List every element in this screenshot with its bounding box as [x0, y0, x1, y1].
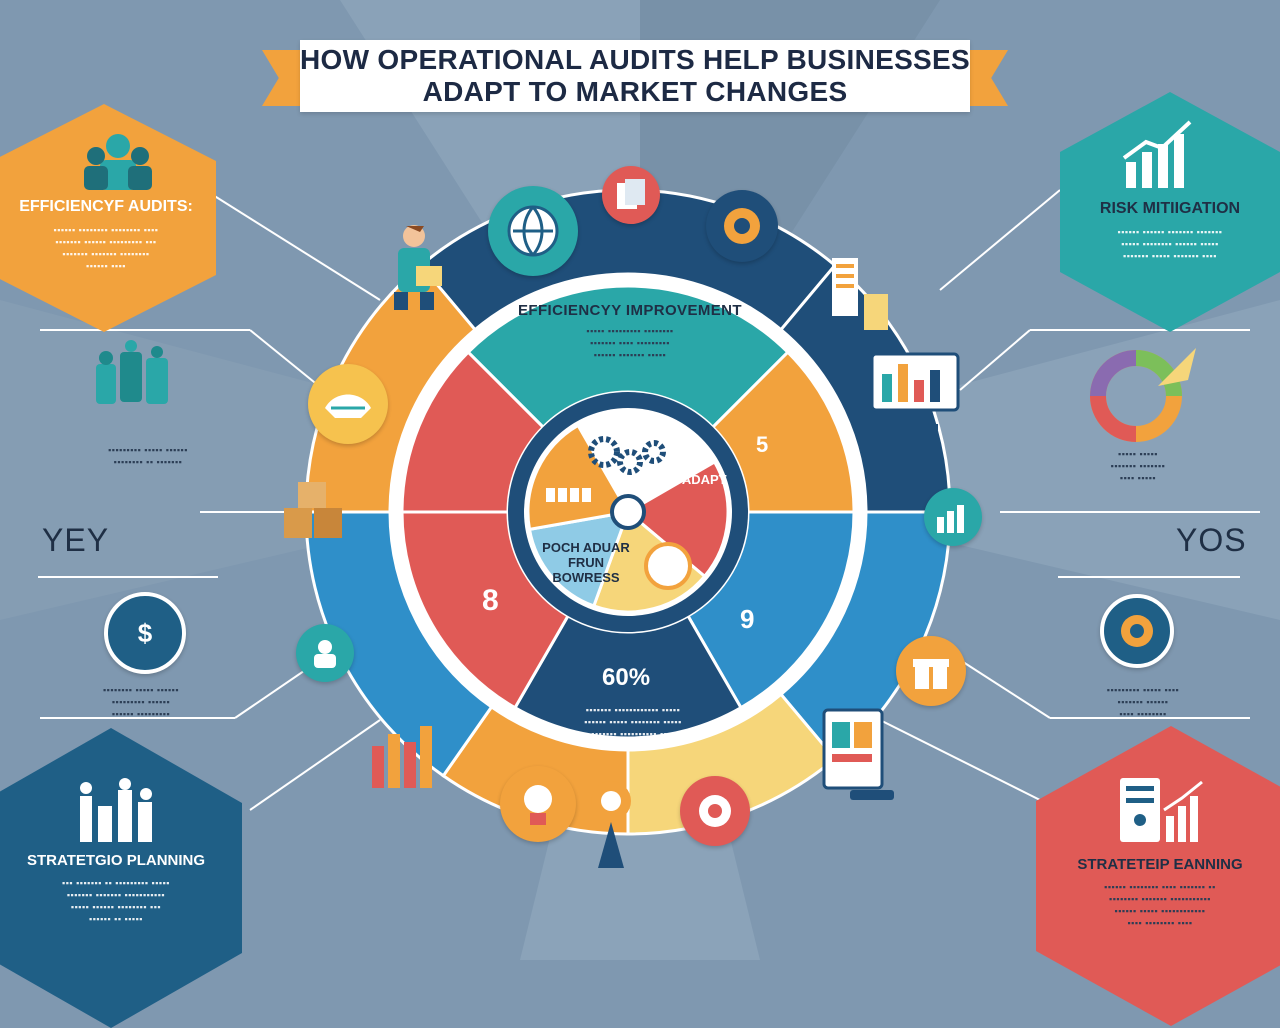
- glyph-right-digit: 5: [756, 432, 769, 457]
- gear-icon: [588, 436, 620, 468]
- lorem-text-left-upper: ▪▪▪▪▪▪▪▪▪ ▪▪▪▪▪ ▪▪▪▪▪▪▪▪▪▪▪▪▪▪ ▪▪ ▪▪▪▪▪▪…: [108, 445, 188, 467]
- lorem-text-right-lower: ▪▪▪▪▪▪▪▪▪ ▪▪▪▪▪ ▪▪▪▪▪▪▪▪▪▪▪ ▪▪▪▪▪▪▪▪▪▪ ▪…: [1106, 685, 1180, 719]
- side-label-left: YEY: [42, 522, 110, 558]
- lorem-text-top-right: ▪▪▪▪▪▪ ▪▪▪▪▪▪ ▪▪▪▪▪▪▪ ▪▪▪▪▪▪▪▪▪▪▪▪ ▪▪▪▪▪…: [1117, 227, 1223, 261]
- gear-icon: [617, 449, 643, 475]
- hub-bar-icon: [582, 488, 591, 502]
- settings-gear-icon: [1100, 594, 1174, 668]
- lightbulb-icon: [500, 766, 576, 842]
- center-label-business: POCH ADUAR FRUN BOWRESS: [542, 540, 630, 585]
- lorem-text-bottom-segment: ▪▪▪▪▪▪▪ ▪▪▪▪▪▪▪▪▪▪▪▪ ▪▪▪▪▪▪▪▪▪▪▪ ▪▪▪▪▪ ▪…: [584, 705, 682, 751]
- business-person-icon: [376, 222, 446, 317]
- audit-wheel: [304, 188, 952, 836]
- hub-gears: [575, 410, 717, 515]
- lorem-text-top-segment: ▪▪▪▪▪ ▪▪▪▪▪▪▪▪▪ ▪▪▪▪▪▪▪▪▪▪▪▪▪▪▪ ▪▪▪▪ ▪▪▪…: [586, 326, 674, 360]
- team-icon: [82, 130, 154, 197]
- lorem-text-bottom-left: ▪▪▪ ▪▪▪▪▪▪▪ ▪▪ ▪▪▪▪▪▪▪▪▪ ▪▪▪▪▪▪▪▪▪▪▪▪ ▪▪…: [62, 878, 170, 924]
- title-line-1: HOW OPERATIONAL AUDITS HELP BUSINESSES: [300, 44, 970, 75]
- hub-center-dot: [610, 494, 646, 530]
- hub-bars: [526, 423, 631, 532]
- percent-60: 60%: [602, 664, 651, 691]
- panel-title-bottom-right: STRATETEIP EANNING: [1077, 856, 1243, 873]
- gift-icon: [896, 636, 966, 706]
- bar-chart-icon: [924, 488, 982, 546]
- donut-chart-icon: [1084, 340, 1204, 455]
- lorem-text-right-upper: ▪▪▪▪▪ ▪▪▪▪▪▪▪▪▪▪▪▪ ▪▪▪▪▪▪▪▪▪▪▪ ▪▪▪▪▪: [1110, 449, 1166, 483]
- glyph-right-lower-digit: 9: [740, 604, 755, 634]
- hub-bar-icon: [558, 488, 567, 502]
- title-line-2: ADAPT TO MARKET CHANGES: [422, 76, 848, 107]
- gear-cog-icon: [706, 190, 778, 262]
- side-label-right: YOS: [1176, 522, 1247, 558]
- gear-icon: [642, 440, 666, 464]
- lorem-text-left-lower: ▪▪▪▪▪▪▪▪ ▪▪▪▪▪ ▪▪▪▪▪▪▪▪▪▪▪▪▪▪▪ ▪▪▪▪▪▪▪▪▪…: [102, 685, 180, 719]
- growth-chart-icon: [1122, 118, 1198, 195]
- meeting-icon: [76, 776, 172, 851]
- lorem-text-bottom-right: ▪▪▪▪▪▪ ▪▪▪▪▪▪▪▪ ▪▪▪▪ ▪▪▪▪▪▪▪ ▪▪▪▪▪▪▪▪▪▪ …: [1104, 882, 1216, 928]
- people-group-icon: [90, 340, 186, 421]
- glyph-left-digit: 8: [482, 584, 499, 617]
- handshake-icon: [680, 776, 750, 846]
- panel-title-top-right: RISK MITIIGATION: [1099, 200, 1241, 217]
- checklist-icon: [828, 254, 894, 339]
- team-circle-icon: [296, 624, 354, 682]
- boxes-icon: [282, 480, 346, 547]
- bar-chart-red-icon: [368, 716, 440, 799]
- handshake-orb-icon: [308, 364, 388, 444]
- panel-title-bottom-left: STRATETGIO PLANNING: [26, 852, 206, 869]
- documents-icon: [602, 166, 660, 224]
- clipboard-icon: [1116, 776, 1206, 851]
- dollar-sign-icon: $: [104, 592, 186, 674]
- target-icon: [586, 776, 636, 873]
- tablet-dashboard-icon: [820, 706, 896, 807]
- center-label-adapt: EAY ADAPT: [653, 472, 727, 487]
- segment-title-efficiency-improvement: EFFICIENCYY IMPROVEMENT: [518, 302, 742, 319]
- hub-bar-icon: [546, 488, 555, 502]
- tools-icon: [644, 542, 692, 590]
- panel-title-top-left: EFFICIENCYF AUDITS:: [19, 198, 193, 215]
- monitor-chart-icon: [868, 350, 964, 439]
- hub-bar-icon: [570, 488, 579, 502]
- lorem-text-top-left: ▪▪▪▪▪▪ ▪▪▪▪▪▪▪▪ ▪▪▪▪▪▪▪▪ ▪▪▪▪▪▪▪▪▪▪▪ ▪▪▪…: [53, 225, 159, 271]
- title-banner: HOW OPERATIONAL AUDITS HELP BUSINESSES A…: [300, 40, 970, 112]
- globe-icon: [488, 186, 578, 276]
- connector-lines: [38, 189, 1260, 811]
